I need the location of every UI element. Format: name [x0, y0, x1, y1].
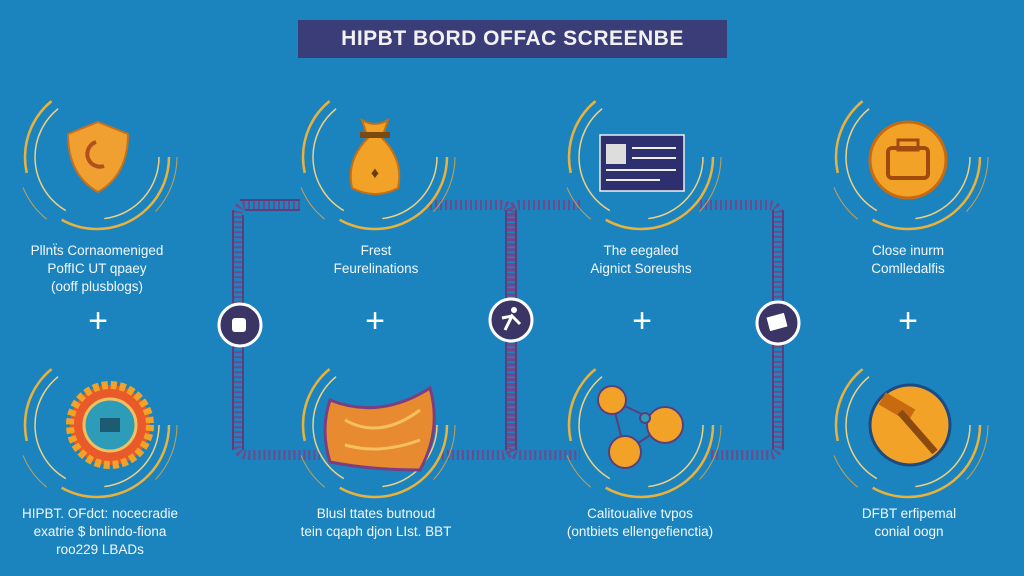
- gear-badge-icon: [66, 381, 154, 469]
- decorative-ring: [560, 344, 722, 506]
- decorative-ring: [578, 94, 704, 220]
- decorative-ring: [34, 362, 160, 488]
- plus-icon: +: [365, 302, 385, 340]
- label-line: (ontbiets ellengefienctia): [566, 524, 714, 539]
- shield-icon: [66, 120, 130, 194]
- label-line: Blusl ttates butnoud: [316, 506, 436, 521]
- folded-map-icon: [323, 385, 436, 472]
- decorative-ring: [16, 76, 178, 238]
- decorative-ring: [312, 362, 438, 488]
- label-line: The eegaled: [603, 243, 679, 258]
- decorative-ring: [294, 344, 456, 506]
- decorative-ring: [567, 351, 715, 499]
- decorative-ring: [834, 351, 982, 499]
- hammer-icon: [868, 383, 952, 467]
- decorative-ring: [23, 83, 171, 231]
- label-line: tein cqaph djon LIst. BBT: [300, 524, 452, 539]
- decorative-ring: [301, 351, 449, 499]
- label-line: Calitoualive tvpos: [587, 506, 693, 521]
- label-line: Feurelinations: [333, 261, 419, 276]
- rings: [16, 76, 989, 506]
- label-line: DFBT erfipemal: [861, 506, 957, 521]
- label-line: Close inurm: [871, 243, 945, 258]
- decorative-ring: [294, 76, 456, 238]
- bottom-label-1: HIPBT. OFdct: nocecradie exatrie $ bnlind…: [0, 505, 220, 559]
- decorative-ring: [567, 83, 715, 231]
- label-line: Comlledalfis: [871, 261, 945, 276]
- label-line: roo229 LBADs: [56, 542, 144, 557]
- document-icon: [599, 134, 685, 192]
- label-line: conial oogn: [874, 524, 944, 539]
- decorative-ring: [312, 94, 438, 220]
- card-icon: [755, 300, 801, 346]
- page-title: HIPBT BORD OFFAC SCREENBE: [298, 20, 727, 58]
- svg-text:♦: ♦: [371, 165, 379, 182]
- plus-icon: +: [898, 302, 918, 340]
- briefcase-icon: [868, 120, 948, 200]
- decorative-ring: [16, 344, 178, 506]
- money-bag-icon: ♦: [349, 117, 401, 195]
- runner-icon: [488, 297, 534, 343]
- decorative-ring: [827, 344, 989, 506]
- decorative-ring: [34, 94, 160, 220]
- decorative-ring: [23, 351, 171, 499]
- decorative-ring: [578, 362, 704, 488]
- decorative-ring: [301, 83, 449, 231]
- decorative-ring: [560, 76, 722, 238]
- plus-icon: +: [88, 302, 108, 340]
- decorative-ring: [834, 83, 982, 231]
- bottom-label-4: DFBT erfipemal conial oogn: [789, 505, 1024, 541]
- label-line: Aignict Soreushs: [590, 261, 692, 276]
- label-line: HIPBT. OFdct: nocecradie: [21, 506, 179, 521]
- plus-icon: +: [632, 302, 652, 340]
- label-line: Frest: [360, 243, 392, 258]
- label-line: (ooff plusblogs): [50, 279, 144, 294]
- decorative-ring: [827, 76, 989, 238]
- decorative-ring: [845, 94, 971, 220]
- network-nodes-icon: [597, 385, 684, 469]
- hand-icon: [217, 302, 263, 348]
- bottom-label-3: Calitoualive tvpos (ontbiets ellengefienc…: [520, 505, 760, 541]
- label-line: Pllnẗs Cornaomeniged: [30, 243, 164, 258]
- label-line: exatrie $ bnlindo-fiona: [33, 524, 167, 539]
- label-line: PoffIC UT qpaey: [47, 261, 147, 276]
- bottom-label-2: Blusl ttates butnoud tein cqaph djon LIst…: [256, 505, 496, 541]
- decorative-ring: [845, 362, 971, 488]
